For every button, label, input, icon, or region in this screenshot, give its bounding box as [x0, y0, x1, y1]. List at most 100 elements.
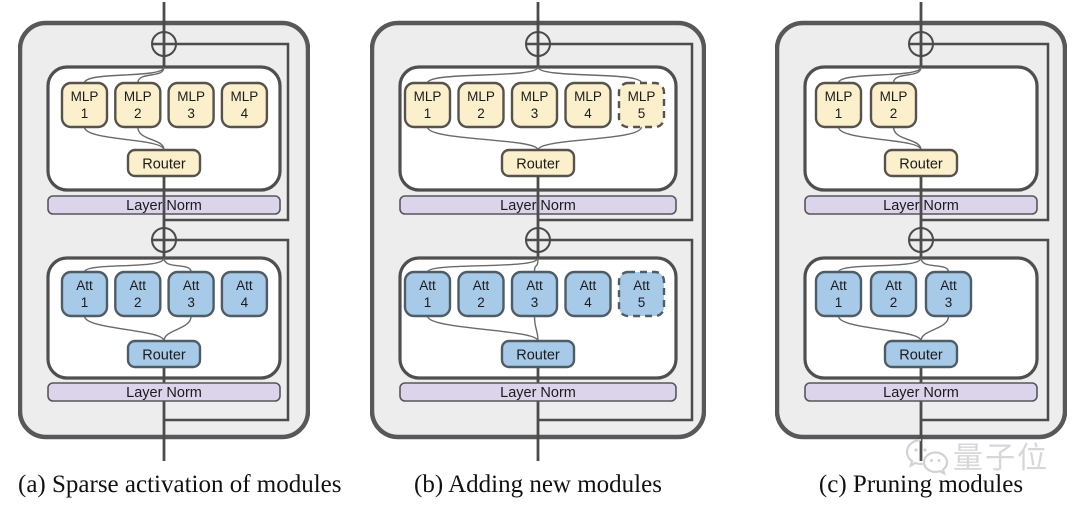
route-in-curve: [837, 66, 922, 84]
route-in-curve: [163, 257, 192, 273]
module-box: [60, 81, 109, 129]
module-box: [403, 81, 452, 129]
route-out-curve: [837, 315, 922, 342]
module-box: [220, 270, 269, 318]
module-box: [114, 270, 162, 318]
module-box: [869, 81, 918, 129]
layer-norm-bar: [399, 382, 677, 402]
module-box-dashed: [617, 81, 666, 129]
layer-norm-bar: [47, 382, 281, 402]
router-box: [883, 339, 959, 369]
caption-b: (b) Adding new modules: [414, 471, 662, 498]
caption-a: (a) Sparse activation of modules: [18, 471, 342, 498]
route-in-curve: [137, 66, 165, 84]
skip-connection: [152, 238, 290, 422]
module-box: [814, 81, 863, 129]
layer-norm-label: Layer Norm: [126, 385, 202, 401]
skip-connection: [909, 42, 1050, 222]
skip-connection: [526, 238, 694, 422]
route-in-curve: [426, 257, 539, 273]
router-box: [500, 339, 576, 369]
route-out-curve: [83, 315, 165, 342]
route-in-curve: [83, 66, 165, 84]
router-label: Router: [142, 157, 186, 173]
route-in-curve: [892, 66, 922, 84]
router-box: [126, 339, 202, 369]
router-label: Router: [899, 348, 943, 364]
module-box: [510, 81, 559, 129]
plus-circle-icon: [525, 31, 551, 57]
route-out-curve: [426, 126, 539, 151]
layer-norm-bar: [804, 382, 1038, 402]
route-in-curve: [537, 66, 643, 84]
route-out-curve: [137, 126, 165, 151]
module-box: [814, 270, 863, 318]
module-box: [457, 81, 505, 129]
route-in-curve: [426, 66, 539, 84]
route-out-curve: [83, 126, 165, 151]
layer-norm-label: Layer Norm: [883, 385, 959, 401]
caption-c: (c) Pruning modules: [818, 471, 1024, 498]
plus-circle-icon: [525, 227, 551, 253]
route-in-curve: [837, 257, 922, 273]
route-in-curve: [920, 257, 950, 273]
module-box-dashed: [617, 270, 666, 318]
module-box: [167, 81, 215, 129]
module-box: [924, 270, 973, 318]
skip-connection: [152, 42, 290, 222]
module-box: [564, 81, 612, 129]
route-out-curve: [537, 126, 643, 151]
route-out-curve: [426, 315, 539, 342]
router-label: Router: [142, 348, 186, 364]
skip-connection: [526, 42, 694, 222]
module-box: [403, 270, 452, 318]
plus-circle-icon: [151, 227, 177, 253]
layer-norm-label: Layer Norm: [500, 385, 576, 401]
router-label: Router: [899, 157, 943, 173]
plus-circle-icon: [151, 31, 177, 57]
plus-circle-icon: [908, 31, 934, 57]
plus-circle-icon: [908, 227, 934, 253]
skip-connection: [909, 238, 1050, 422]
module-box: [510, 270, 559, 318]
